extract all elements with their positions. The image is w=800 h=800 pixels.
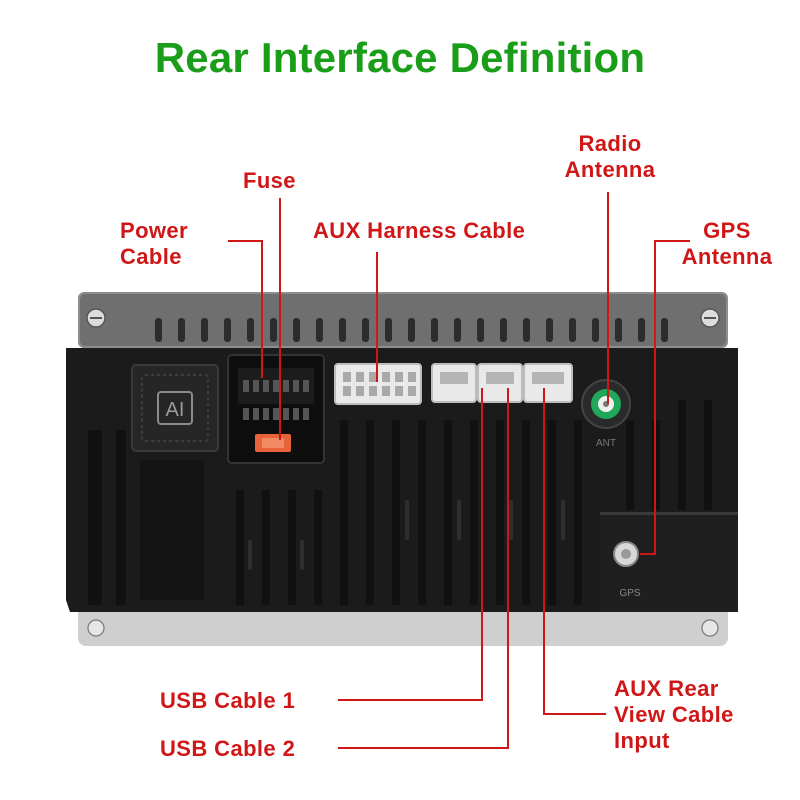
top-vents [155, 318, 668, 342]
label-radio-line2: Antenna [564, 157, 656, 182]
logo-frame [157, 391, 193, 425]
radio-port-mark: ANT [596, 438, 616, 449]
label-aux-rear-view: AUX Rear View Cable Input [614, 676, 734, 754]
leader-power-cable [228, 240, 263, 378]
leader-aux-rear [543, 388, 606, 715]
gps-port-pin [621, 549, 631, 559]
page-title: Rear Interface Definition [154, 34, 646, 81]
frame-top-inner [80, 294, 726, 346]
label-gps-line1: GPS [703, 218, 751, 243]
logo-text: AI [166, 399, 185, 421]
label-aux-rear-line3: Input [614, 728, 670, 753]
screw-icon [701, 619, 719, 637]
label-usb-cable-1: USB Cable 1 [160, 688, 295, 714]
label-usb2-text: USB Cable 2 [160, 736, 296, 761]
logo-column [140, 460, 204, 600]
label-aux-rear-line1: AUX Rear [614, 676, 719, 701]
fuse-window [262, 438, 284, 448]
usb1-slot [440, 372, 468, 384]
label-power-line1: Power [120, 218, 189, 243]
aux-rear-slot [532, 372, 564, 384]
housing-fins [88, 400, 712, 605]
leader-usb1 [338, 388, 483, 701]
label-usb1-text: USB Cable 1 [160, 688, 296, 713]
label-fuse-text: Fuse [243, 168, 296, 193]
leader-usb2 [338, 388, 509, 749]
label-aux-rear-line2: View Cable [614, 702, 734, 727]
usb2-slot [486, 372, 514, 384]
label-radio-antenna: Radio Antenna [550, 131, 670, 183]
label-usb-cable-2: USB Cable 2 [160, 736, 295, 762]
label-gps-antenna: GPS Antenna [668, 218, 786, 270]
screw-icon [87, 619, 105, 637]
aux-harness-pins [343, 372, 416, 396]
logo-plate [131, 364, 219, 452]
label-aux-harness-text: AUX Harness Cable [313, 218, 526, 243]
label-fuse: Fuse [243, 168, 296, 194]
leader-gps-antenna [640, 240, 690, 555]
label-power-cable: Power Cable [120, 218, 188, 270]
leader-lines [228, 192, 690, 749]
label-power-line2: Cable [120, 244, 182, 269]
logo-border [141, 374, 209, 442]
gps-port-mark: GPS [619, 588, 640, 599]
label-aux-harness: AUX Harness Cable [313, 218, 525, 244]
label-radio-line1: Radio [578, 131, 642, 156]
gps-panel-edge [600, 512, 738, 515]
power-pins [243, 380, 309, 420]
label-gps-line2: Antenna [681, 244, 773, 269]
housing-fin-highlights [248, 500, 565, 570]
